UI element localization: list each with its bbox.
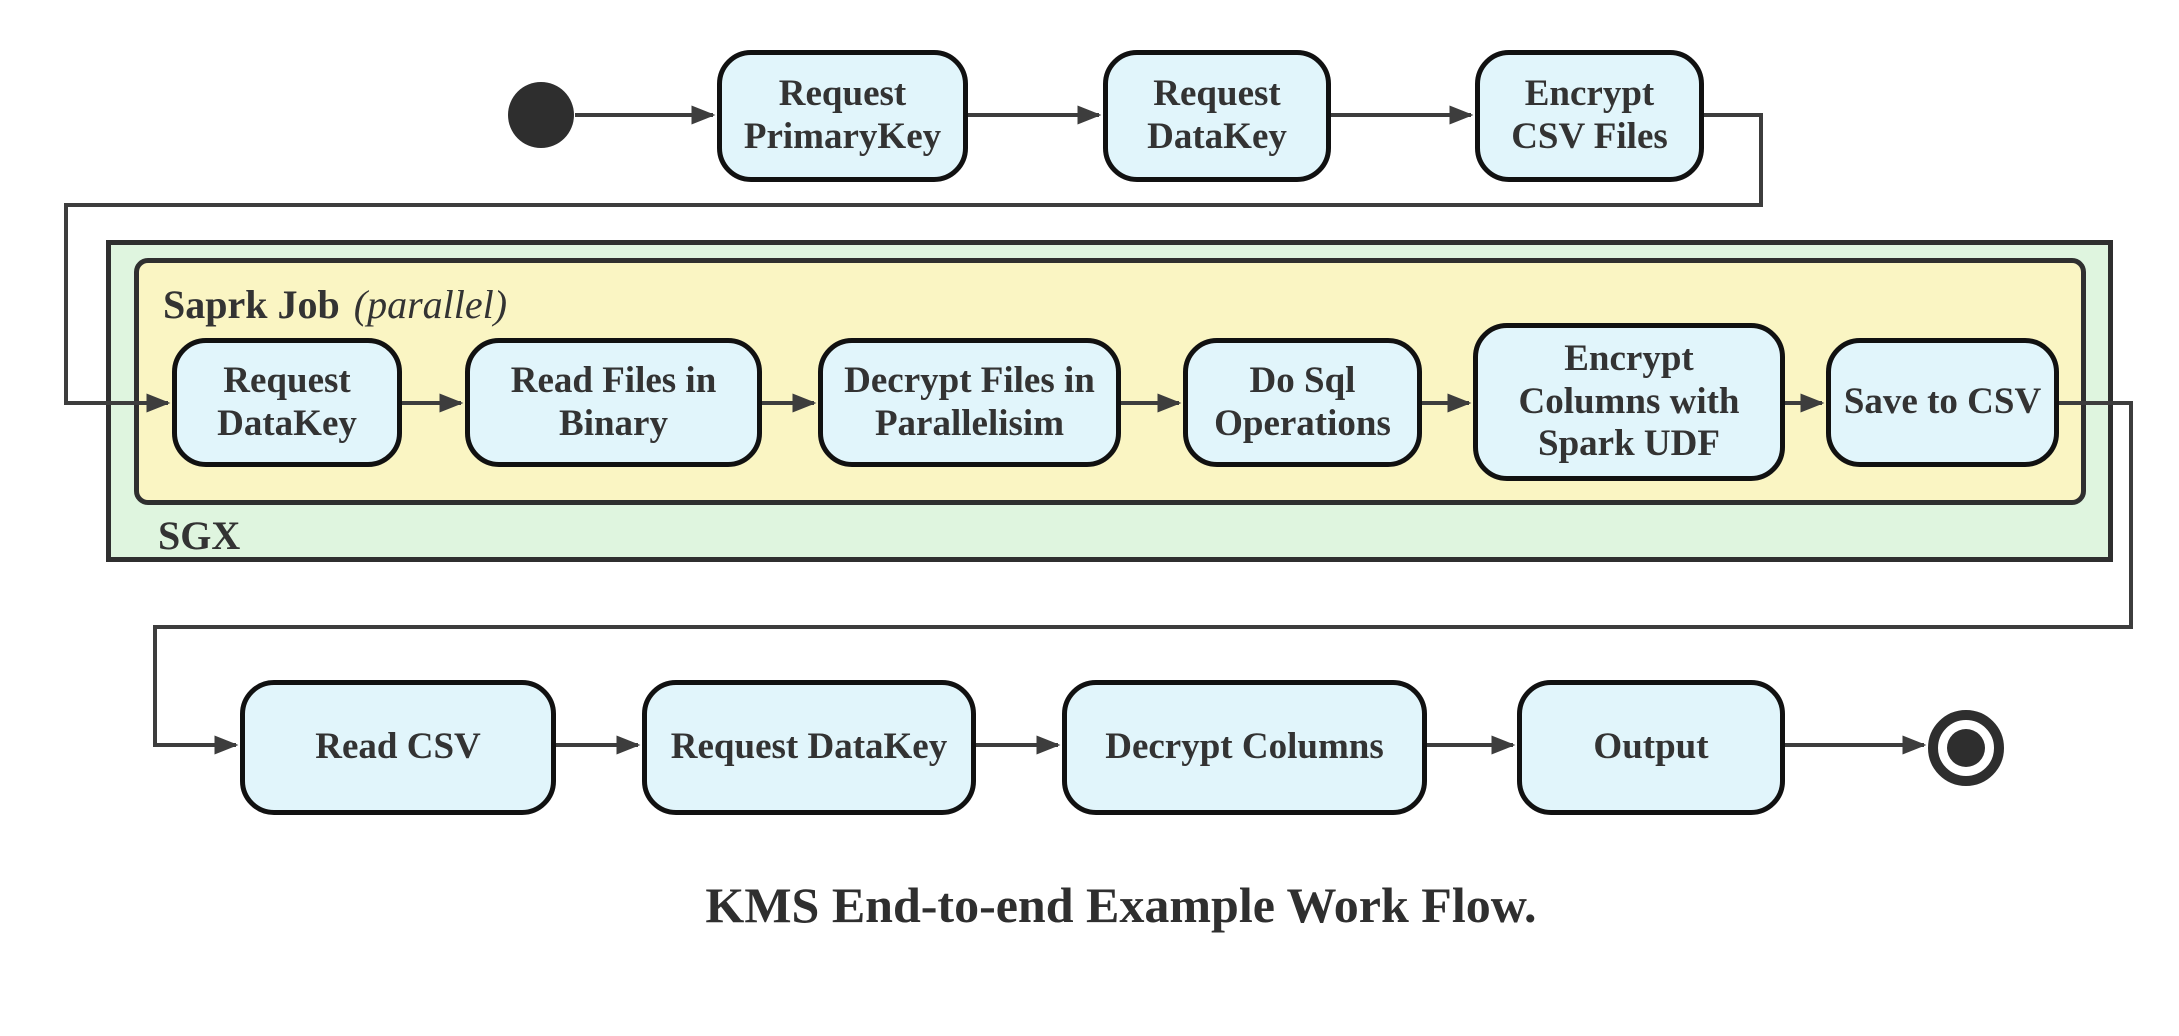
node-label: Read CSV xyxy=(315,726,481,768)
node-save-to-csv: Save to CSV xyxy=(1826,338,2059,467)
sgx-label: SGX xyxy=(158,513,241,558)
spark-job-qualifier: (parallel) xyxy=(353,282,508,327)
node-label: Encrypt Columns with Spark UDF xyxy=(1518,337,1740,465)
node-read-csv: Read CSV xyxy=(240,680,556,815)
connector-encrypt-csv-files-to-sgx xyxy=(64,113,1763,413)
node-label: Decrypt Files in Parallelisim xyxy=(844,359,1095,444)
node-label: Request DataKey xyxy=(670,726,948,768)
node-label: Decrypt Columns xyxy=(1105,726,1384,768)
connector-save-csv-to-read-csv xyxy=(153,401,2133,755)
node-label: Request DataKey xyxy=(217,359,357,444)
node-read-files-in-binary: Read Files in Binary xyxy=(465,338,762,467)
start-state-icon xyxy=(508,82,574,148)
node-label: Request PrimaryKey xyxy=(743,73,942,157)
node-label: Save to CSV xyxy=(1843,381,2042,423)
node-encrypt-columns-with-spark-udf: Encrypt Columns with Spark UDF xyxy=(1473,323,1785,481)
end-state-icon xyxy=(1928,710,2004,786)
node-label: Output xyxy=(1593,726,1709,768)
node-label: Do Sql Operations xyxy=(1214,359,1391,444)
node-do-sql-operations: Do Sql Operations xyxy=(1183,338,1422,467)
node-request-primarykey: Request PrimaryKey xyxy=(717,50,968,182)
node-label: Read Files in Binary xyxy=(510,359,717,444)
node-decrypt-columns: Decrypt Columns xyxy=(1062,680,1427,815)
spark-job-name: Saprk Job xyxy=(163,282,340,327)
diagram-title: KMS End-to-end Example Work Flow. xyxy=(705,877,1537,933)
node-label: Request DataKey xyxy=(1147,73,1287,157)
end-state-dot xyxy=(1947,729,1985,767)
node-encrypt-csv-files: Encrypt CSV Files xyxy=(1475,50,1704,182)
node-request-datakey-2: Request DataKey xyxy=(172,338,402,467)
node-decrypt-files-in-parallelisim: Decrypt Files in Parallelisim xyxy=(818,338,1121,467)
node-request-datakey-3: Request DataKey xyxy=(642,680,976,815)
node-label: Encrypt CSV Files xyxy=(1511,73,1668,157)
node-request-datakey-1: Request DataKey xyxy=(1103,50,1331,182)
node-output: Output xyxy=(1517,680,1785,815)
spark-job-label: Saprk Job (parallel) xyxy=(163,285,507,325)
